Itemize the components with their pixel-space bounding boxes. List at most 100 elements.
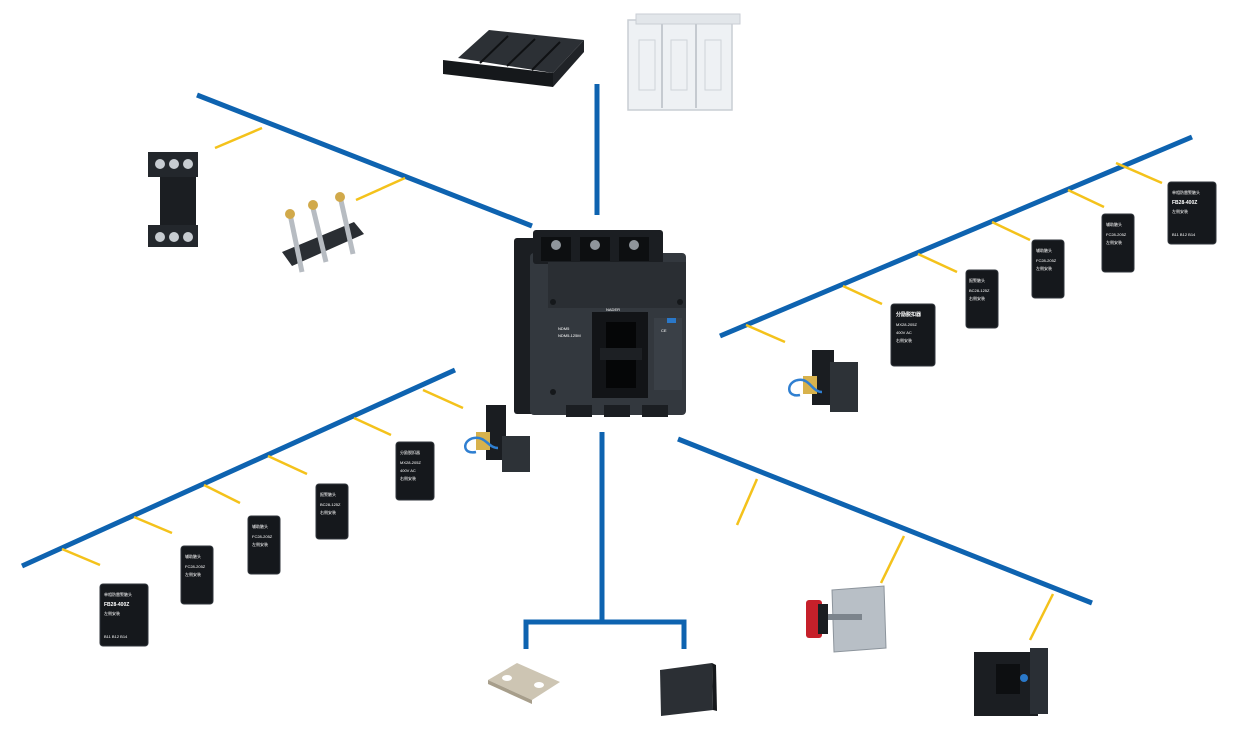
module-mount: 左侧安装 — [1172, 208, 1188, 214]
branch-ul-2 — [355, 176, 406, 202]
terminal-cover-side — [553, 40, 584, 87]
left-fault-module: 单相防雷警触头 FB28-400Z 左侧安装 B11 B12 B14 — [99, 583, 149, 647]
rear-stud-3 — [337, 195, 356, 255]
bottom-terminal-3 — [642, 405, 668, 417]
terminal-screw-3 — [629, 240, 639, 250]
left-undervoltage-release — [464, 405, 530, 472]
module-model: FB28-400Z — [104, 602, 129, 608]
breaker-rating: NDM5-125M — [558, 333, 581, 338]
corner-screw-1 — [550, 299, 556, 305]
rear-nut-2 — [308, 200, 318, 210]
rear-nut-1 — [285, 209, 295, 219]
breaker-handle[interactable] — [600, 348, 642, 360]
module-terms: B11 B12 B14 — [1172, 232, 1196, 237]
branch-br-2 — [879, 535, 906, 584]
barrier-slot-3 — [704, 39, 722, 91]
module-body — [965, 269, 999, 329]
branch-l-6 — [422, 388, 464, 410]
module-model: FB28-400Z — [1172, 200, 1197, 206]
module-model: FC28-205Z — [185, 564, 206, 569]
undervoltage-release-icon — [464, 405, 530, 472]
rear-nut-3 — [335, 192, 345, 202]
barrier-slot-1 — [638, 39, 656, 91]
branch-r-2 — [842, 284, 883, 306]
module-rating: 400V AC — [400, 468, 416, 473]
module-mount: 右侧安装 — [969, 295, 985, 301]
barrier-top — [635, 13, 741, 25]
uvr-bracket — [830, 362, 858, 412]
module-body — [1101, 213, 1135, 273]
terminal-screw-1 — [551, 240, 561, 250]
rear-connection-terminal-icon — [282, 192, 364, 273]
branch-r-6 — [1115, 161, 1163, 185]
module-mount: 右侧安装 — [400, 475, 416, 481]
breaker-nameplate — [654, 318, 682, 390]
module-mount: 左侧安装 — [1036, 265, 1052, 271]
module-title: 报警触头 — [969, 277, 985, 283]
trunk-lines — [20, 84, 1193, 649]
left-alarm-module: 报警触头 BC28-125Z 右侧安装 — [315, 483, 349, 540]
module-mount: 左侧安装 — [185, 571, 201, 577]
left-shunt-module: 分励脱扣器 MX28-205Z 400V AC 右侧安装 — [395, 441, 435, 501]
plug-in-bolt-4 — [155, 232, 165, 242]
module-model: FC28-205Z — [1106, 232, 1127, 237]
handle-shaft — [812, 614, 862, 620]
uvr-wire — [464, 436, 499, 454]
module-body — [180, 545, 214, 605]
module-title: 辅助触头 — [185, 553, 201, 559]
module-title: 单相防雷警触头 — [104, 591, 132, 597]
transparent-phase-barrier-icon — [627, 13, 741, 111]
breaker-model: NDM5 — [558, 326, 570, 331]
molded-case-circuit-breaker-icon: CE NDM5 NDM5-125M NADER — [514, 230, 686, 417]
rear-stud-1 — [287, 213, 305, 273]
branch-l-1 — [61, 547, 101, 567]
module-body — [395, 441, 435, 501]
terminal-cover-icon — [443, 30, 584, 87]
module-mount: 右侧安装 — [320, 509, 336, 515]
branch-r-1 — [745, 323, 786, 344]
branch-ul-1 — [214, 126, 263, 150]
busbar-edge — [488, 680, 532, 704]
branch-br-1 — [735, 478, 759, 526]
undervoltage-release-icon — [788, 350, 858, 412]
busbar-hole-2 — [534, 682, 544, 688]
plug-in-base-terminal-icon — [148, 152, 198, 247]
breaker-upper-cover — [548, 262, 686, 308]
branch-r-4 — [991, 220, 1031, 242]
module-mount: 左侧安装 — [104, 610, 120, 616]
module-title: 辅助触头 — [1106, 221, 1122, 227]
busbar-hole-1 — [502, 675, 512, 681]
breaker-brand: NADER — [606, 307, 620, 312]
circuit-breaker: CE NDM5 NDM5-125M NADER — [514, 230, 686, 417]
module-model: MX28-205Z — [896, 322, 917, 327]
right-aux-module-2: 辅助触头 FC28-205Z 左侧安装 — [1101, 213, 1135, 273]
terminal-cover-front — [443, 60, 553, 87]
module-title: 分励脱扣器 — [400, 449, 420, 455]
corner-screw-2 — [677, 299, 683, 305]
trunk-top-left — [196, 92, 533, 229]
trunk-left — [20, 367, 457, 569]
motor-operator-icon — [974, 648, 1048, 716]
rotary-handle-icon — [806, 585, 887, 653]
trunk-bottom-fork — [523, 619, 687, 649]
right-undervoltage-release — [788, 350, 858, 412]
module-title: 辅助触头 — [252, 523, 268, 529]
plug-in-bolt-5 — [169, 232, 179, 242]
branch-r-3 — [917, 252, 958, 274]
terminal-cover-rib-2 — [506, 38, 536, 67]
module-title: 报警触头 — [320, 491, 336, 497]
barrier-slot-2 — [670, 39, 688, 91]
left-aux-module-1: 辅助触头 FC28-205Z 左侧安装 — [247, 515, 281, 575]
bottom-terminal-1 — [566, 405, 592, 417]
plug-in-bolt-2 — [169, 159, 179, 169]
module-mount: 左侧安装 — [252, 541, 268, 547]
module-model: BC28-125Z — [320, 502, 341, 507]
module-terms: B11 B12 B14 — [104, 634, 128, 639]
insulating-plate-edge — [712, 663, 717, 711]
module-model: BC28-125Z — [969, 288, 990, 293]
trunk-bottom-right — [677, 436, 1093, 606]
module-body — [1031, 239, 1065, 299]
handle-knob-base — [818, 604, 828, 634]
motor-operator-window — [996, 664, 1020, 694]
